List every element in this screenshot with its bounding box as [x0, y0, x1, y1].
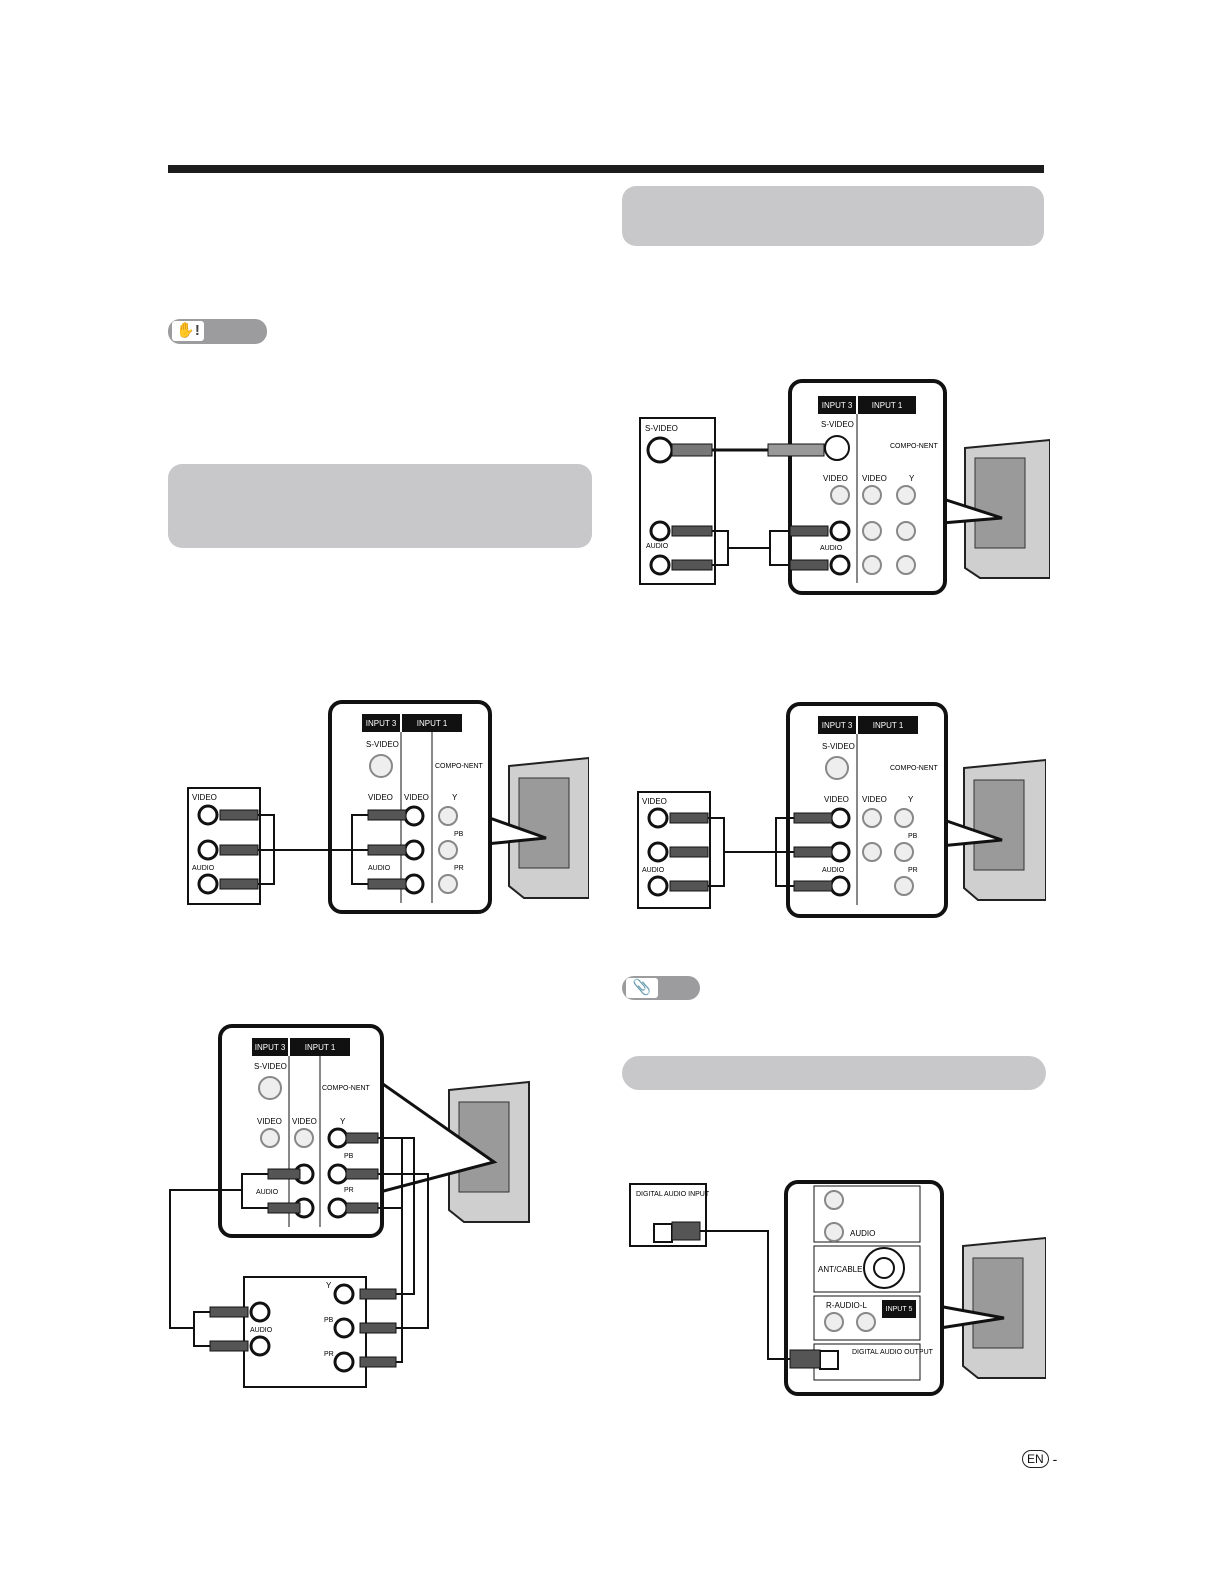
b-label-video: VIDEO [368, 793, 393, 802]
c-label-input3: INPUT 3 [822, 721, 853, 730]
e-label-audio: AUDIO [850, 1229, 875, 1238]
d-src-audio: AUDIO [250, 1327, 273, 1334]
page-dash: - [1052, 1451, 1058, 1467]
label-svideo: S-VIDEO [821, 420, 854, 429]
c-label-svideo: S-VIDEO [822, 742, 855, 751]
c-src-audio: AUDIO [642, 867, 665, 874]
b-label-input3: INPUT 3 [366, 719, 397, 728]
label-audio: AUDIO [820, 545, 843, 552]
label-input1: INPUT 1 [872, 401, 903, 410]
b-label-y: Y [452, 793, 458, 802]
c-label-video2: VIDEO [862, 795, 887, 804]
c-label-input1: INPUT 1 [873, 721, 904, 730]
section-heading-digital-audio [622, 1056, 1046, 1090]
label-video-2: VIDEO [862, 474, 887, 483]
c-label-y: Y [908, 795, 914, 804]
c-label-video: VIDEO [824, 795, 849, 804]
d-label-input3: INPUT 3 [255, 1043, 286, 1052]
e-label-digital-output: DIGITAL AUDIO OUTPUT [852, 1349, 934, 1356]
d-label-audio: AUDIO [256, 1189, 279, 1196]
b-label-pb: PB [454, 831, 464, 838]
tv-silhouette [962, 1236, 1046, 1379]
diagram-svideo-connection: INPUT 3 INPUT 1 S-VIDEO COMPO-NENT VIDEO… [639, 379, 1050, 595]
c-label-component: COMPO-NENT [890, 765, 939, 772]
d-label-video: VIDEO [257, 1117, 282, 1126]
label-video: VIDEO [823, 474, 848, 483]
caution-pill: ✋! [168, 319, 267, 344]
src-label-svideo: S-VIDEO [645, 424, 678, 433]
note-paperclip-icon: 📎 [626, 978, 658, 998]
label-input3: INPUT 3 [822, 401, 853, 410]
section-heading-composite [168, 464, 592, 548]
b-label-input1: INPUT 1 [417, 719, 448, 728]
language-badge: EN [1022, 1450, 1049, 1468]
d-label-input1: INPUT 1 [305, 1043, 336, 1052]
c-label-pb: PB [908, 833, 918, 840]
d-label-pr: PR [344, 1187, 354, 1194]
label-y: Y [909, 474, 915, 483]
d-label-svideo: S-VIDEO [254, 1062, 287, 1071]
diagram-composite-right: INPUT 3 INPUT 1 S-VIDEO COMPO-NENT VIDEO… [637, 702, 1046, 918]
diagram-digital-audio: AUDIO ANT/CABLE R-AUDIO-L INPUT 5 DIGITA… [629, 1180, 1046, 1396]
b-label-component: COMPO-NENT [435, 763, 484, 770]
b-src-audio: AUDIO [192, 865, 215, 872]
c-src-video: VIDEO [642, 797, 667, 806]
tv-silhouette [964, 438, 1050, 579]
b-label-video2: VIDEO [404, 793, 429, 802]
d-src-y: Y [326, 1281, 332, 1290]
note-pill: 📎 [622, 976, 700, 1000]
section-heading-svideo [622, 186, 1044, 246]
b-label-svideo: S-VIDEO [366, 740, 399, 749]
c-label-pr: PR [908, 867, 918, 874]
b-label-audio: AUDIO [368, 865, 391, 872]
d-label-component: COMPO-NENT [322, 1085, 371, 1092]
e-label-ant-cable: ANT/CABLE [818, 1265, 862, 1274]
b-label-pr: PR [454, 865, 464, 872]
label-component: COMPO-NENT [890, 443, 939, 450]
b-src-video: VIDEO [192, 793, 217, 802]
tv-silhouette [508, 756, 589, 899]
top-rule [168, 165, 1044, 173]
d-src-pr: PR [324, 1351, 334, 1358]
e-label-digital-input: DIGITAL AUDIO INPUT [636, 1191, 710, 1198]
e-label-input5: INPUT 5 [886, 1306, 913, 1313]
src-label-audio: AUDIO [646, 543, 669, 550]
d-label-y: Y [340, 1117, 346, 1126]
diagram-composite-left: INPUT 3 INPUT 1 S-VIDEO COMPO-NENT VIDEO… [187, 700, 589, 914]
tv-silhouette [963, 758, 1046, 901]
e-label-r-audio-l: R-AUDIO-L [826, 1301, 867, 1310]
d-src-pb: PB [324, 1317, 334, 1324]
d-label-video2: VIDEO [292, 1117, 317, 1126]
c-label-audio: AUDIO [822, 867, 845, 874]
diagram-component-left: INPUT 3 INPUT 1 S-VIDEO COMPO-NENT VIDEO… [169, 1024, 530, 1388]
d-label-pb: PB [344, 1153, 354, 1160]
caution-hand-icon: ✋! [172, 321, 204, 341]
page-footer: EN - [1022, 1450, 1057, 1468]
